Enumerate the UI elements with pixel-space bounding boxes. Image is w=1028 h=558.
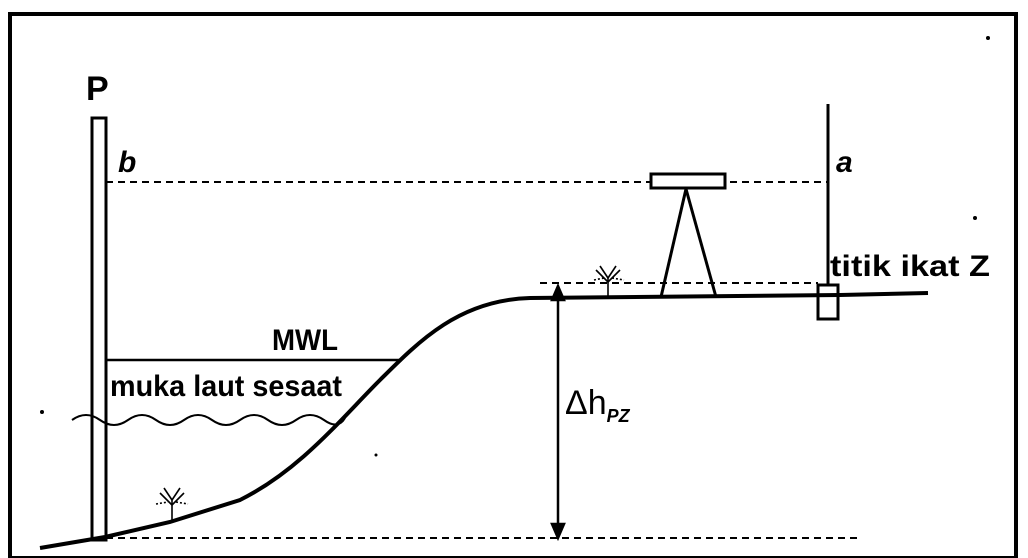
sea-level-label: muka laut sesaat xyxy=(110,370,342,403)
scan-speck xyxy=(374,453,378,457)
mwl-label: MWL xyxy=(272,324,338,357)
level-instrument xyxy=(649,172,727,190)
staff-p-label: P xyxy=(86,70,109,108)
sea-level-wave xyxy=(71,414,346,426)
reading-b-label: b xyxy=(118,146,136,179)
scan-speck xyxy=(986,36,990,40)
height-difference-label: ΔhPZ xyxy=(565,384,631,426)
tide-staff-p xyxy=(90,116,108,542)
reading-a-label: a xyxy=(836,146,853,179)
plant-symbol-right xyxy=(593,265,625,296)
scan-speck xyxy=(40,410,44,414)
benchmark-z-label: titik ikat Z xyxy=(830,250,990,283)
tripod xyxy=(659,188,718,298)
plant-symbol-left xyxy=(155,487,189,520)
scan-speck xyxy=(973,216,977,220)
benchmark-z xyxy=(816,283,840,321)
frame-border xyxy=(8,12,1018,558)
height-difference-arrow xyxy=(550,282,566,542)
terrain-profile xyxy=(39,291,929,550)
